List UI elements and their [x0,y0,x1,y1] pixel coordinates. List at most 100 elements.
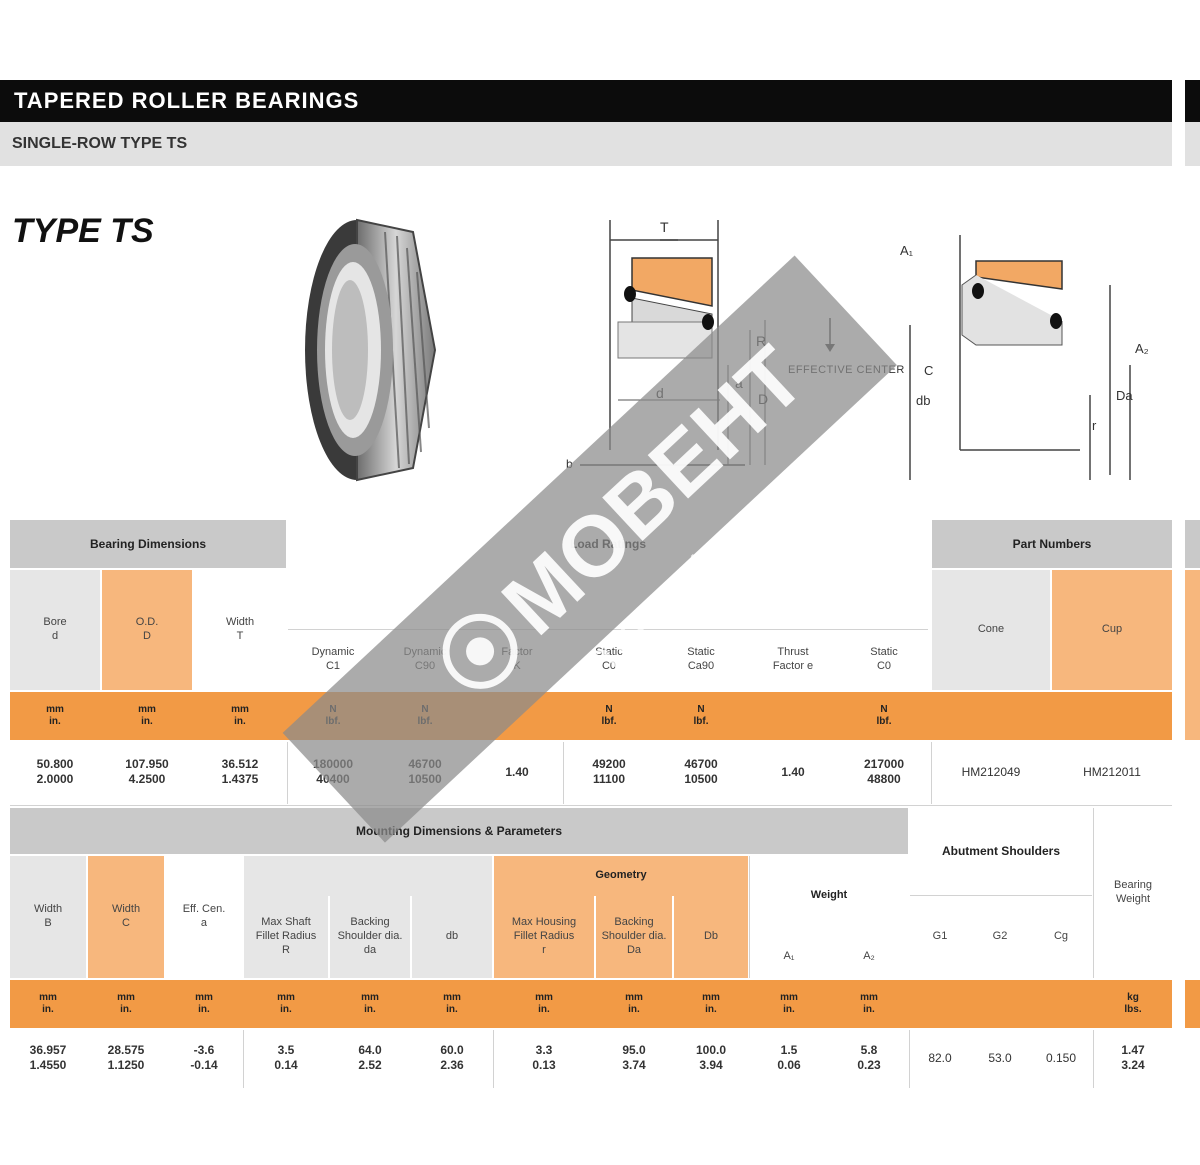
label-A2: A₂ [1135,341,1149,356]
label-D: D [758,391,768,407]
unit2-r: mm in. [535,991,553,1016]
units-row-2 [10,980,1172,1028]
col-width: Width T [194,570,286,690]
cell2-b: 36.957 1.4550 [29,1043,67,1072]
unit-width: mm in. [231,703,249,728]
bearing-image [305,218,437,482]
section-title: TAPERED ROLLER BEARINGS [0,80,1172,122]
edge-strip [1185,570,1200,740]
right-strip-dark [1185,80,1200,122]
cell2-G2: 53.0 [988,1050,1012,1065]
unit-bore: mm in. [46,703,64,728]
cell-c1: 180000 40400 [312,757,354,786]
col-Cg: Cg [1030,896,1092,978]
unit-ca90: N lbf. [693,703,709,728]
cell-cone: HM212049 [961,764,1021,779]
cell2-G1: 82.0 [928,1050,952,1065]
group-mounting: Mounting Dimensions & Parameters [10,808,908,854]
cell2-da: 64.0 2.52 [358,1043,382,1072]
bearing-section-drawing: T a R D d b [566,219,768,471]
cell2-R: 3.5 0.14 [274,1043,298,1072]
group-load-ratings: Load Ratings [288,520,928,568]
col-width-b: Width B [10,856,86,978]
label-T: T [660,219,669,235]
cell-c0-b: 217000 48800 [863,757,905,786]
label-d: d [656,385,664,401]
group-shaft [244,856,492,896]
col-cone: Cone [932,570,1050,690]
cell2-r: 3.3 0.13 [532,1043,556,1072]
cell-e: 1.40 [781,764,805,779]
unit-od: mm in. [138,703,156,728]
label-R: R [756,333,766,349]
unit2-weight: kg lbs. [1124,991,1142,1016]
col-thrust-factor: Thrust Factor e [748,630,838,690]
col-static-ca90: Static Ca90 [656,630,746,690]
cell2-db: 60.0 2.36 [440,1043,464,1072]
cell-ca90: 46700 10500 [684,757,718,786]
col-A1: A₁ [750,936,828,978]
col-bore: Bore d [10,570,100,690]
label-C: C [924,363,933,378]
cell2-a: -3.6 -0.14 [190,1043,218,1072]
right-strip-gray [1185,122,1200,166]
col-Db: Db [674,896,748,978]
type-title: TYPE TS [12,212,154,250]
cell2-c: 28.575 1.1250 [107,1043,145,1072]
col-shaft-fillet: Max Shaft Fillet Radius R [244,896,328,978]
col-dynamic-c90: Dynamic C90 [380,630,470,690]
col-G2: G2 [970,896,1030,978]
center-arrow [825,318,835,352]
cell-k: 1.40 [505,764,529,779]
col-backing-Da: Backing Shoulder dia. Da [596,896,672,978]
unit2-b: mm in. [39,991,57,1016]
unit2-A1: mm in. [780,991,798,1016]
unit2-da: mm in. [361,991,379,1016]
cell-c90: 46700 10500 [408,757,442,786]
label-a: a [735,375,743,391]
cell2-A2: 5.8 0.23 [857,1043,881,1072]
unit2-db: mm in. [443,991,461,1016]
col-width-c: Width C [88,856,164,978]
label-Da: Da [1116,388,1133,403]
unit2-R: mm in. [277,991,295,1016]
cell2-Da: 95.0 3.74 [622,1043,646,1072]
section-subtitle: SINGLE-ROW TYPE TS [0,122,1172,166]
cell-cup: HM212011 [1083,764,1141,779]
col-static-c0-b: Static C0 [840,630,928,690]
cell2-weight: 1.47 3.24 [1121,1043,1145,1072]
col-eff-center: Eff. Cen. a [166,856,242,978]
cell2-Cg: 0.150 [1045,1050,1077,1065]
label-db: db [916,393,930,408]
col-static-c0: Static C0 [564,630,654,690]
col-housing-fillet: Max Housing Fillet Radius r [494,896,594,978]
unit-c1: N lbf. [325,703,341,728]
unit2-Db: mm in. [702,991,720,1016]
col-db: db [412,896,492,978]
col-G1: G1 [910,896,970,978]
col-dynamic-c1: Dynamic C1 [288,630,378,690]
label-r: r [1092,418,1097,433]
col-A2: A₂ [830,936,908,978]
unit-c90: N lbf. [417,703,433,728]
unit2-a: mm in. [195,991,213,1016]
unit2-c: mm in. [117,991,135,1016]
edge-strip [1185,980,1200,1028]
group-abutment: Abutment Shoulders [910,808,1092,894]
cell-width: 36.512 1.4375 [221,757,259,786]
cell2-Db: 100.0 3.94 [695,1043,727,1072]
cell-bore: 50.800 2.0000 [36,757,74,786]
mounting-drawing: A₁ A₂ Da db C r [900,235,1149,480]
label-A1: A₁ [900,243,914,258]
group-geometry: Geometry [494,856,748,896]
group-weight: Weight [750,856,908,936]
cell2-A1: 1.5 0.06 [777,1043,801,1072]
col-backing-da: Backing Shoulder dia. da [330,896,410,978]
cell-c0: 49200 11100 [592,757,626,786]
edge-strip [1185,520,1200,568]
label-b: b [566,457,573,471]
group-bearing-dimensions: Bearing Dimensions [10,520,286,568]
cell-od: 107.950 4.2500 [125,757,169,786]
unit2-A2: mm in. [860,991,878,1016]
unit2-Da: mm in. [625,991,643,1016]
